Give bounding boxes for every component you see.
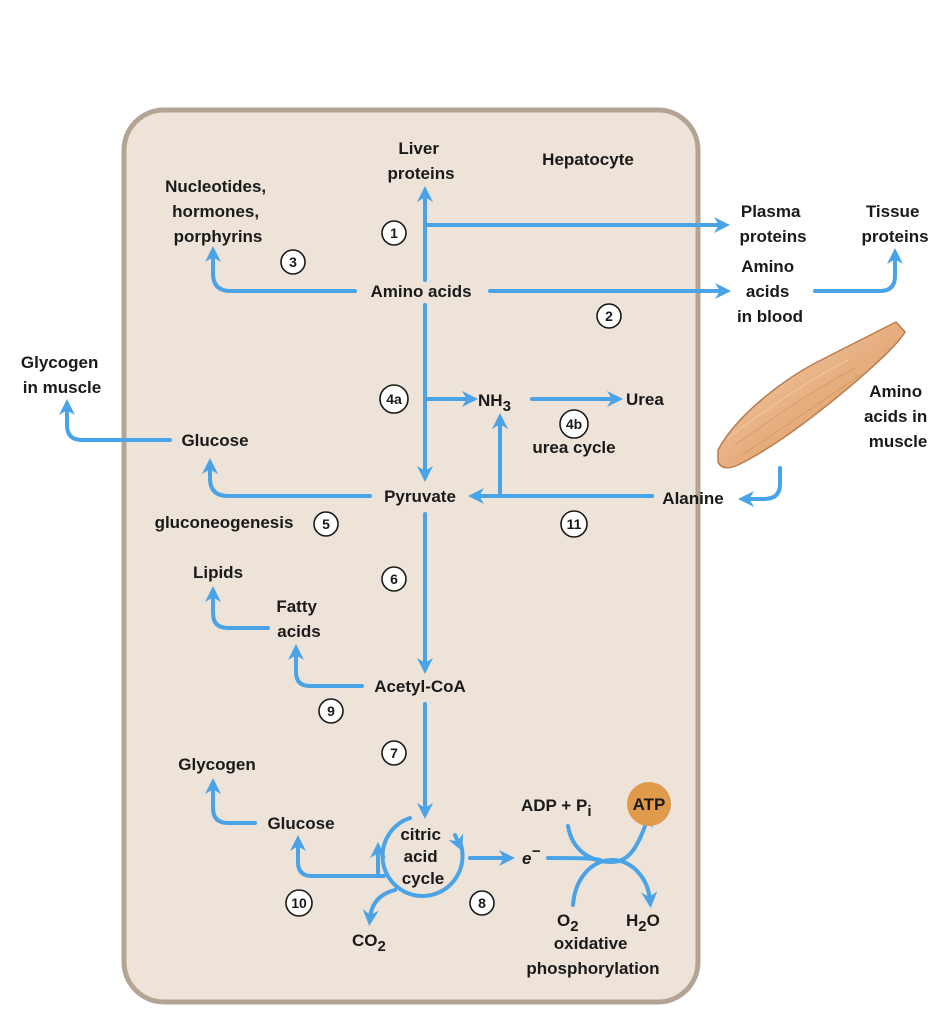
step-7: 7 [381, 740, 407, 766]
svg-text:8: 8 [478, 895, 486, 911]
fatty-acids-label: Fatty acids [276, 597, 321, 641]
plasma-proteins-label: Plasma proteins [739, 202, 806, 246]
acetyl-coa-label: Acetyl-CoA [374, 677, 466, 696]
urea-cycle-label: urea cycle [532, 438, 615, 457]
co2-label: CO2 [352, 931, 386, 955]
nucleotides-label: Nucleotides, hormones, porphyrins [165, 177, 271, 246]
step-11: 11 [560, 510, 588, 538]
electron-label: e− [522, 843, 540, 868]
svg-text:1: 1 [390, 225, 398, 241]
svg-text:11: 11 [567, 516, 582, 532]
hepatocyte-label: Hepatocyte [542, 150, 634, 169]
step-5: 5 [313, 511, 339, 537]
lipids-label: Lipids [193, 563, 243, 582]
gluconeogenesis-label: gluconeogenesis [155, 513, 294, 532]
muscle-image [717, 321, 906, 469]
svg-text:2: 2 [605, 308, 613, 324]
pyruvate-label: Pyruvate [384, 487, 456, 506]
adp-pi-label: ADP + Pi [521, 796, 591, 820]
step-9: 9 [318, 698, 344, 724]
urea-label: Urea [626, 390, 664, 409]
hepatocyte-cell [121, 107, 701, 1005]
tissue-proteins-label: Tissue proteins [861, 202, 928, 246]
liver-proteins-label: Liver proteins [387, 139, 454, 183]
atp-label: ATP [633, 795, 666, 814]
glycogen-in-muscle-label: Glycogen in muscle [21, 353, 103, 397]
amino-acids-label: Amino acids [370, 282, 471, 301]
amino-acids-in-blood-label: Amino acids in blood [737, 257, 803, 326]
svg-text:9: 9 [327, 703, 335, 719]
svg-text:4a: 4a [386, 391, 402, 407]
citric-acid-cycle-label: citric acid cycle [400, 825, 445, 888]
svg-text:3: 3 [289, 254, 297, 270]
svg-text:4b: 4b [566, 416, 582, 432]
svg-text:7: 7 [390, 745, 398, 761]
step-3: 3 [280, 249, 306, 275]
step-1: 1 [381, 220, 407, 246]
step-10: 10 [285, 889, 313, 917]
o2-label: O2 [557, 911, 579, 935]
nh3-label: NH3 [478, 391, 511, 415]
oxidative-phosphorylation-label: oxidative phosphorylation [526, 934, 659, 978]
svg-text:5: 5 [322, 516, 330, 532]
glucose-label-upper: Glucose [181, 431, 248, 450]
step-4a: 4a [379, 384, 409, 414]
glucose-label-lower: Glucose [267, 814, 334, 833]
step-8: 8 [469, 890, 495, 916]
step-6: 6 [381, 566, 407, 592]
glycogen-label: Glycogen [178, 755, 255, 774]
step-4b: 4b [559, 409, 589, 439]
svg-text:10: 10 [291, 895, 307, 911]
alanine-label: Alanine [662, 489, 723, 508]
atp-circle [627, 782, 671, 826]
svg-text:6: 6 [390, 571, 398, 587]
h2o-label: H2O [626, 911, 660, 935]
amino-acids-in-muscle-label: Amino acids in muscle [864, 382, 932, 451]
step-2: 2 [596, 303, 622, 329]
